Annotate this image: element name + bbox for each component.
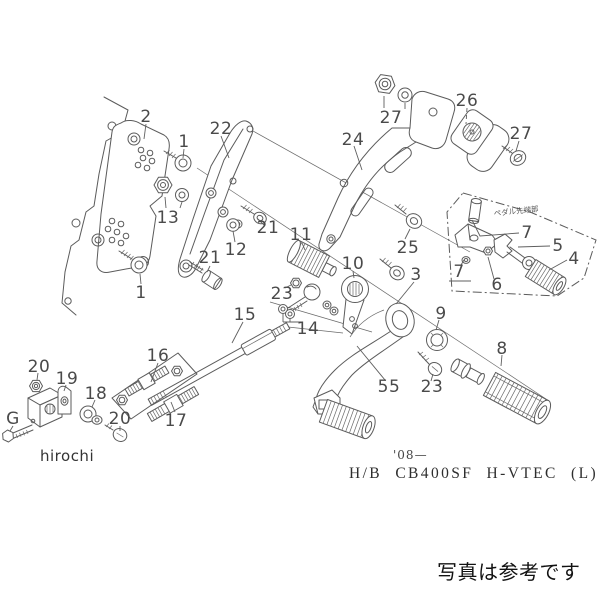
screw-part20-bottom bbox=[104, 423, 128, 442]
bracket-part19-group bbox=[2, 379, 128, 443]
callout-label: 21 bbox=[257, 218, 280, 238]
callout-label: G bbox=[6, 409, 20, 429]
leader-lines bbox=[9, 96, 568, 432]
callout-label: 22 bbox=[210, 119, 233, 139]
clevis-part5 bbox=[493, 233, 536, 270]
model-caption: H/B CB400SF H-VTEC (L) bbox=[349, 465, 598, 482]
bolt-part-g bbox=[2, 424, 34, 443]
bolt-part14 bbox=[278, 283, 321, 319]
callout-label: 10 bbox=[342, 254, 365, 274]
callout-label: 27 bbox=[380, 108, 403, 128]
pedal-pad bbox=[318, 399, 376, 440]
callout-label: 7 bbox=[453, 262, 464, 282]
bolt-part1-top bbox=[163, 149, 192, 172]
nut-washer-part13 bbox=[153, 176, 189, 202]
screw-part27-right bbox=[501, 144, 527, 166]
washer-part9 bbox=[426, 329, 448, 351]
callout-labels: 2 1 22 13 21 12 21 1 23 11 25 10 3 14 15… bbox=[6, 91, 579, 431]
callout-label: 15 bbox=[234, 305, 257, 325]
callout-label: 1 bbox=[135, 283, 146, 303]
roller-part11 bbox=[286, 239, 337, 278]
callout-label: 23 bbox=[421, 377, 444, 397]
washer-part18 bbox=[79, 405, 97, 423]
callout-label: 5 bbox=[552, 236, 563, 256]
callout-label: 23 bbox=[271, 284, 294, 304]
link-part10 bbox=[341, 275, 369, 335]
callout-label: 26 bbox=[456, 91, 479, 111]
rod-part15 bbox=[147, 322, 291, 406]
callout-label: 19 bbox=[56, 369, 79, 389]
callout-label: 8 bbox=[496, 339, 507, 359]
callout-label: 2 bbox=[140, 107, 151, 127]
callout-label: 12 bbox=[225, 240, 248, 260]
callout-label: 24 bbox=[342, 130, 365, 150]
plate-hole-cluster-top bbox=[134, 146, 156, 172]
callout-label: 9 bbox=[435, 304, 446, 324]
washers-middle bbox=[322, 300, 339, 316]
bolt-part1-bottom bbox=[118, 249, 148, 274]
callout-label: 11 bbox=[290, 225, 313, 245]
screw-part23-bottom bbox=[417, 351, 443, 377]
nut-washer-part27-top bbox=[374, 74, 413, 103]
photo-reference-note: 写真は参考です bbox=[437, 560, 581, 584]
pedal-tip-detail-box: ペダル先端部 bbox=[446, 192, 597, 297]
screw-part21-right bbox=[240, 204, 267, 225]
screw-part21-left bbox=[188, 261, 223, 290]
callout-label: 21 bbox=[199, 248, 222, 268]
callout-label: 13 bbox=[157, 208, 180, 228]
block-part26 bbox=[450, 109, 510, 172]
screw-part25 bbox=[394, 203, 423, 229]
year-note: '08— bbox=[393, 448, 428, 462]
callout-label: 20 bbox=[109, 409, 132, 429]
pedal-part3 bbox=[312, 302, 415, 440]
callout-label: 18 bbox=[85, 384, 108, 404]
captions: '08— H/B CB400SF H-VTEC (L) hirochi 写真は参… bbox=[40, 447, 598, 584]
callout-label: 25 bbox=[397, 238, 420, 258]
pin-part7 bbox=[468, 198, 482, 224]
callout-label: 4 bbox=[568, 249, 579, 269]
pedal-tip-note: ペダル先端部 bbox=[493, 203, 539, 218]
heel-plate-part2 bbox=[91, 120, 170, 273]
bracket-part24 bbox=[318, 90, 456, 252]
washer-part12 bbox=[226, 218, 240, 232]
screw-part25-duplicate bbox=[379, 257, 405, 281]
callout-label: 1 bbox=[178, 132, 189, 152]
tip-peg-part4 bbox=[524, 259, 567, 296]
callout-label: 7 bbox=[521, 223, 532, 243]
callout-label: 27 bbox=[510, 124, 533, 144]
nut-part6 bbox=[483, 246, 493, 256]
callout-label: 17 bbox=[165, 411, 188, 431]
callout-label: 55 bbox=[378, 377, 401, 397]
watermark: hirochi bbox=[40, 447, 94, 465]
bracket-part22 bbox=[177, 120, 254, 278]
footpeg-part8 bbox=[450, 358, 552, 425]
callout-label: 3 bbox=[410, 265, 421, 285]
callout-label: 20 bbox=[28, 357, 51, 377]
callout-label: 6 bbox=[491, 275, 502, 295]
nut-part23-middle bbox=[290, 277, 302, 289]
plate-hole-cluster-bottom bbox=[104, 217, 130, 247]
callout-label: 14 bbox=[297, 319, 320, 339]
tip-bracket-part7 bbox=[454, 223, 499, 264]
callout-label: 16 bbox=[147, 346, 170, 366]
